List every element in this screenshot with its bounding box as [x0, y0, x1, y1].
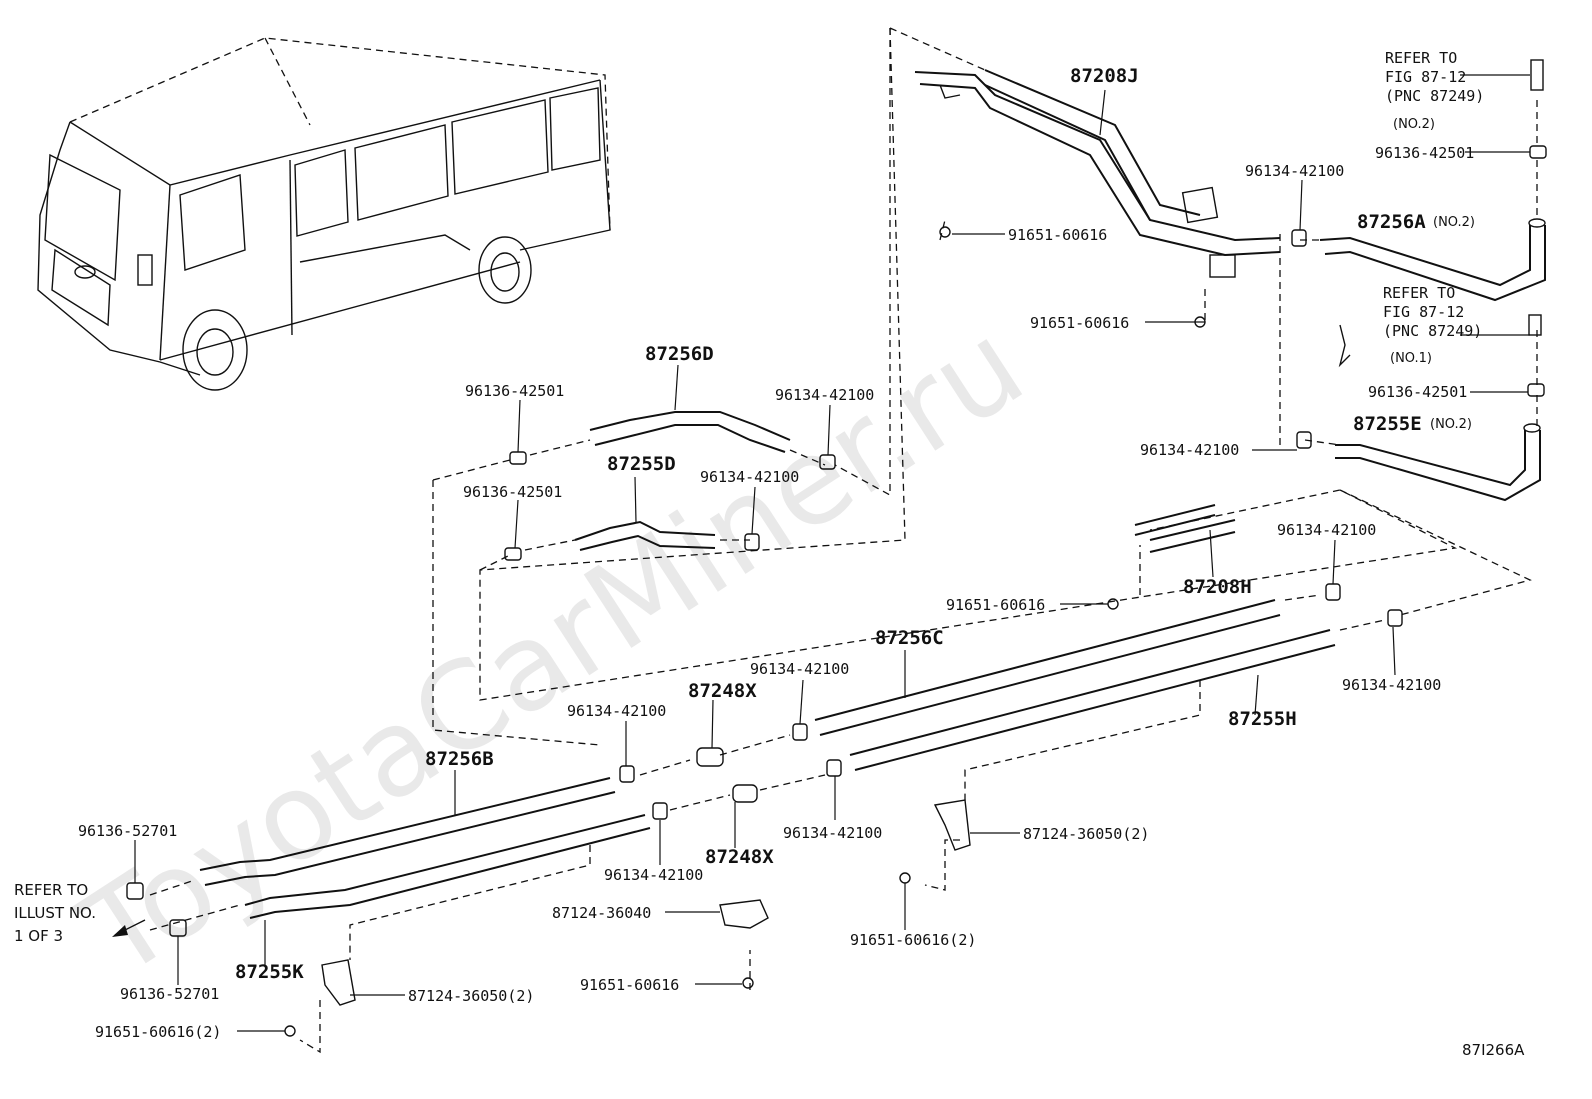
label-91651-60616: 91651-60616 — [580, 976, 679, 994]
refer-fig-line: (NO.2) — [1393, 117, 1435, 132]
label-87124-36040: 87124-36040 — [552, 904, 651, 922]
label-96134-42100: 96134-42100 — [1342, 676, 1441, 694]
figure-code: 87I266A — [1462, 1041, 1525, 1059]
refer-illust-line: 1 OF 3 — [14, 927, 63, 945]
label-87256C: 87256C — [875, 627, 944, 649]
label-91651-60616: 91651-60616 — [946, 596, 1045, 614]
label-87124-36050: 87124-36050(2) — [1023, 825, 1149, 843]
refer-fig-line: REFER TO — [1385, 49, 1457, 67]
label-87248X: 87248X — [705, 846, 774, 868]
refer-fig-line: (PNC 87249) — [1383, 322, 1482, 340]
label-96136-42501: 96136-42501 — [1375, 144, 1474, 162]
dashed-guide-lines — [149, 27, 1538, 1054]
label-87124-36050: 87124-36050(2) — [408, 987, 534, 1005]
label-96134-42100: 96134-42100 — [567, 702, 666, 720]
label-87208H: 87208H — [1183, 576, 1252, 598]
label-87255D: 87255D — [607, 453, 676, 475]
label-87255E: 87255E — [1353, 413, 1422, 435]
label-96136-52701: 96136-52701 — [78, 822, 177, 840]
label-96134-42100: 96134-42100 — [750, 660, 849, 678]
label-91651-60616: 91651-60616 — [1030, 314, 1129, 332]
hoses — [199, 59, 1546, 919]
refer-fig-line: FIG 87-12 — [1383, 303, 1464, 321]
label-96134-42100: 96134-42100 — [700, 468, 799, 486]
label-96136-42501: 96136-42501 — [1368, 383, 1467, 401]
label-87208J: 87208J — [1070, 65, 1139, 87]
refer-illust-line: ILLUST NO. — [14, 904, 96, 922]
label-91651-60616-2: 91651-60616(2) — [95, 1023, 221, 1041]
label-87256B: 87256B — [425, 748, 494, 770]
refer-fig-line: (PNC 87249) — [1385, 87, 1484, 105]
label-96136-52701: 96136-52701 — [120, 985, 219, 1003]
watermark: ToyotaCarMiner.ru — [59, 296, 1047, 1005]
label-87255K: 87255K — [235, 961, 304, 983]
label-87255H: 87255H — [1228, 708, 1297, 730]
refer-fig-line: (NO.1) — [1390, 351, 1432, 366]
labels: 87208J 91651-60616 91651-60616 96134-421… — [14, 49, 1525, 1059]
refer-illust-line: REFER TO — [14, 881, 88, 899]
leader-lines — [112, 74, 1530, 1032]
label-96134-42100: 96134-42100 — [775, 386, 874, 404]
bus-illustration — [37, 37, 611, 391]
label-87256A: 87256A — [1357, 211, 1426, 233]
label-87256D: 87256D — [645, 343, 714, 365]
label-96136-42501: 96136-42501 — [465, 382, 564, 400]
label-87256A-note: (NO.2) — [1433, 215, 1475, 230]
label-96134-42100: 96134-42100 — [1140, 441, 1239, 459]
brackets-bolts — [284, 226, 1206, 1037]
label-87255E-note: (NO.2) — [1430, 417, 1472, 432]
label-96136-42501: 96136-42501 — [463, 483, 562, 501]
label-96134-42100: 96134-42100 — [783, 824, 882, 842]
refer-fig-line: FIG 87-12 — [1385, 68, 1466, 86]
label-96134-42100: 96134-42100 — [1245, 162, 1344, 180]
label-96134-42100: 96134-42100 — [604, 866, 703, 884]
label-87248X: 87248X — [688, 680, 757, 702]
label-96134-42100: 96134-42100 — [1277, 521, 1376, 539]
label-91651-60616: 91651-60616 — [1008, 226, 1107, 244]
label-91651-60616-2: 91651-60616(2) — [850, 931, 976, 949]
refer-fig-line: REFER TO — [1383, 284, 1455, 302]
